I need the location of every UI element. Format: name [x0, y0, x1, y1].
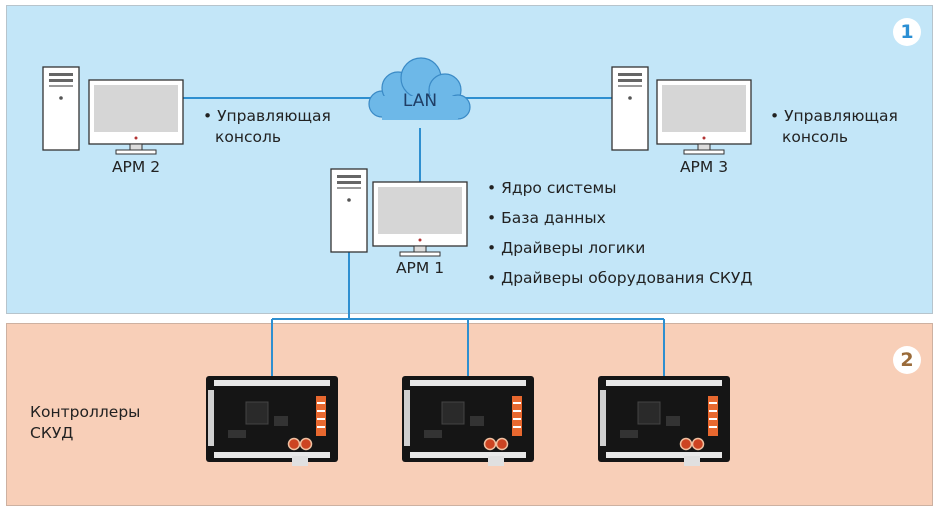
zone-workstations	[6, 5, 933, 314]
arm2-desc-line2: консоль	[215, 128, 282, 146]
arm2-description: Управляющая консоль	[203, 106, 331, 148]
arm3-label: АРМ 3	[679, 158, 729, 176]
arm2-desc-line1: Управляющая	[203, 106, 331, 127]
arm3-tower-icon	[611, 66, 649, 151]
arm1-feature: Драйверы логики	[487, 238, 752, 268]
controllers-label-line1: Контроллеры	[30, 403, 141, 421]
arm1-label: АРМ 1	[395, 259, 445, 277]
arm1-feature: База данных	[487, 208, 752, 238]
arm2-tower-icon	[42, 66, 80, 151]
arm1-feature: Драйверы оборудования СКУД	[487, 268, 752, 298]
controller-board-3-icon	[597, 375, 731, 467]
controller-board-1-icon	[205, 375, 339, 467]
arm3-desc-line2: консоль	[782, 128, 849, 146]
arm1-monitor-icon	[372, 181, 468, 257]
zone-2-badge: 2	[893, 346, 921, 374]
zone-1-badge: 1	[893, 18, 921, 46]
lan-label: LAN	[402, 91, 438, 111]
arm1-feature: Ядро системы	[487, 178, 752, 208]
arm3-desc-line1: Управляющая	[770, 106, 898, 127]
controller-board-2-icon	[401, 375, 535, 467]
controllers-label-line2: СКУД	[30, 424, 74, 442]
network-links	[182, 97, 665, 376]
lan-cloud-icon	[368, 57, 471, 120]
arm1-tower-icon	[330, 168, 368, 253]
arm2-label: АРМ 2	[111, 158, 161, 176]
arm2-monitor-icon	[88, 79, 184, 155]
controllers-label: Контроллеры СКУД	[30, 402, 140, 444]
arm3-monitor-icon	[656, 79, 752, 155]
arm3-description: Управляющая консоль	[770, 106, 898, 148]
arm1-feature-list: Ядро системы База данных Драйверы логики…	[487, 178, 752, 298]
